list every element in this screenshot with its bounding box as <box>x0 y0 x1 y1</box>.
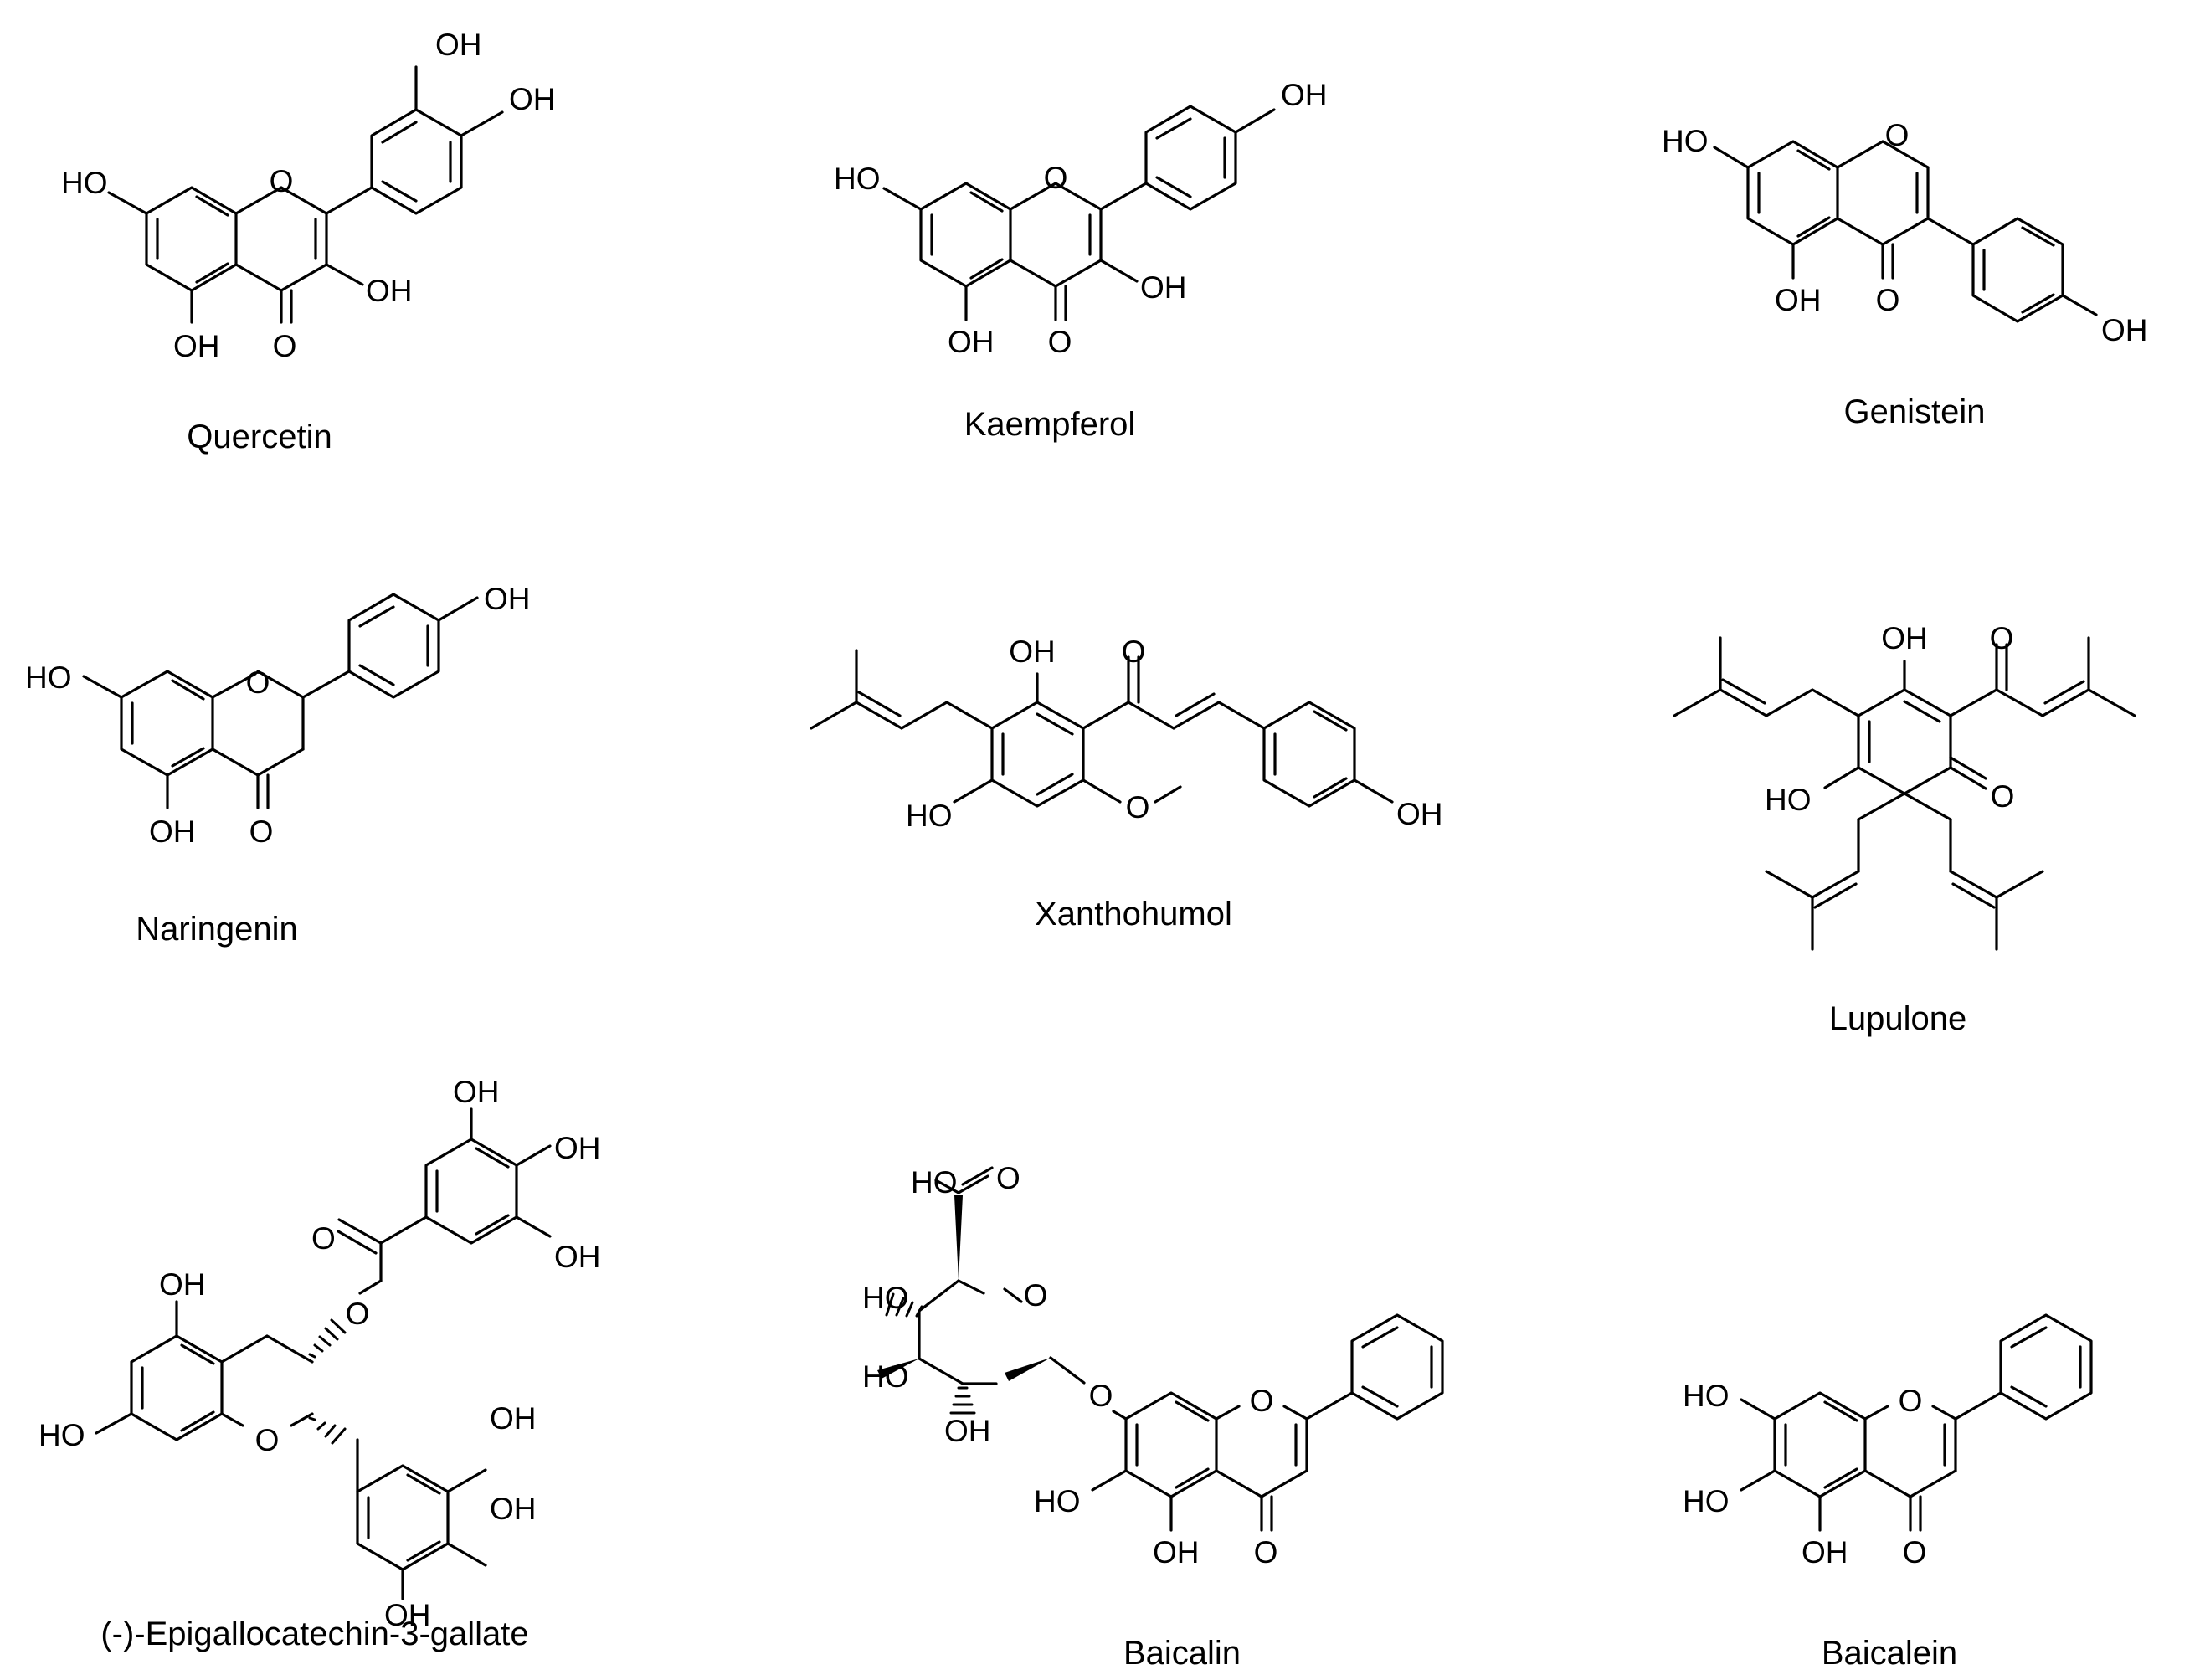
compound-naringenin: OH HO O OH O Naringenin <box>25 582 531 948</box>
baicalin-atom-label: O <box>1024 1278 1048 1313</box>
egcg-atom-label: OH <box>384 1598 431 1632</box>
kaempferol-bonds <box>882 105 1276 321</box>
egcg-atom-label: OH <box>490 1401 537 1436</box>
quercetin-atom-label: OH <box>435 28 482 62</box>
egcg-atom-label: OH <box>453 1075 500 1109</box>
compound-name-egcg: (-)-Epigallocatechin-3-gallate <box>100 1616 528 1652</box>
baicalin-atom-label: O <box>1089 1379 1113 1413</box>
egcg-atom-label: HO <box>39 1418 85 1452</box>
egcg-bonds <box>95 1107 552 1600</box>
baicalin-atom-label: O <box>996 1161 1020 1195</box>
quercetin-bonds <box>107 65 504 324</box>
quercetin-atom-label: O <box>270 164 294 198</box>
genistein-atom-label: HO <box>1662 124 1709 158</box>
egcg-atom-label: O <box>255 1423 280 1457</box>
egcg-atom-label: OH <box>490 1492 537 1526</box>
baicalein-atom-label: OH <box>1802 1535 1848 1570</box>
baicalin-wedge-bond <box>877 1359 919 1379</box>
compound-name-genistein: Genistein <box>1844 393 1986 430</box>
compound-baicalin: HO O HO O HO OH O O HO OH O Baicalin <box>862 1161 1444 1672</box>
compound-xanthohumol: OH O HO O OH Xanthohumol <box>810 634 1443 932</box>
lupulone-bonds <box>1673 636 2136 951</box>
egcg-atom-label: O <box>311 1221 336 1256</box>
compound-baicalein: HO O HO OH O Baicalein <box>1683 1313 2093 1672</box>
xanthohumol-atom-label: O <box>1122 634 1146 669</box>
kaempferol-atom-label: OH <box>1140 270 1187 305</box>
lupulone-atom-label: OH <box>1881 621 1928 655</box>
kaempferol-atom-label: O <box>1048 325 1072 359</box>
quercetin-atom-label: O <box>273 329 297 363</box>
egcg-atom-label: O <box>346 1297 370 1331</box>
egcg-atom-label: OH <box>159 1267 206 1302</box>
baicalein-atom-label: HO <box>1683 1379 1730 1413</box>
xanthohumol-atom-label: O <box>1126 790 1150 825</box>
egcg-atom-label: OH <box>554 1131 601 1165</box>
naringenin-atom-label: O <box>249 814 274 849</box>
compound-genistein: HO O OH O OH Genistein <box>1662 118 2148 430</box>
baicalein-bonds <box>1740 1313 2093 1532</box>
kaempferol-atom-label: OH <box>1281 78 1328 112</box>
compound-name-baicalin: Baicalin <box>1123 1635 1241 1672</box>
quercetin-atom-label: OH <box>366 274 413 308</box>
kaempferol-atom-label: O <box>1044 161 1068 195</box>
baicalin-atom-label: HO <box>1034 1484 1081 1518</box>
naringenin-atom-label: HO <box>25 660 72 695</box>
baicalein-atom-label: O <box>1899 1384 1923 1418</box>
baicalin-atom-label: O <box>1254 1535 1278 1570</box>
kaempferol-atom-label: HO <box>834 162 881 196</box>
egcg-hashed-bonds <box>308 1318 347 1445</box>
compound-name-quercetin: Quercetin <box>187 419 332 455</box>
compound-name-naringenin: Naringenin <box>136 911 297 948</box>
baicalin-atom-label: HO <box>911 1165 958 1200</box>
baicalein-atom-label: HO <box>1683 1484 1730 1518</box>
compound-egcg: OH OH OH O O OH HO O OH OH OH (-)-Epigal… <box>39 1075 601 1652</box>
compound-quercetin: OH OH HO O OH OH O Quercetin <box>61 28 556 455</box>
egcg-atom-label: OH <box>554 1240 601 1274</box>
compound-lupulone: OH O HO O Lupulone <box>1673 621 2136 1037</box>
xanthohumol-atom-label: HO <box>906 799 953 833</box>
genistein-atom-label: O <box>1876 283 1900 317</box>
xanthohumol-atom-label: OH <box>1009 634 1056 669</box>
lupulone-atom-label: O <box>1990 621 2014 655</box>
compound-name-lupulone: Lupulone <box>1829 1000 1967 1037</box>
genistein-atom-label: OH <box>2101 313 2148 347</box>
naringenin-atom-label: OH <box>149 814 196 849</box>
lupulone-atom-label: O <box>1991 779 2015 814</box>
quercetin-atom-label: OH <box>173 329 220 363</box>
naringenin-atom-label: O <box>246 665 270 700</box>
baicalin-bonds <box>918 1166 1444 1532</box>
baicalin-wedge-bond <box>954 1195 963 1281</box>
naringenin-bond <box>256 670 305 699</box>
baicalin-hashed-bonds <box>885 1292 976 1415</box>
baicalin-wedge-bond <box>1005 1358 1051 1381</box>
compound-name-kaempferol: Kaempferol <box>964 406 1136 443</box>
genistein-bonds <box>1713 140 2098 323</box>
kaempferol-atom-label: OH <box>948 325 995 359</box>
lupulone-atom-label: HO <box>1765 783 1812 817</box>
baicalin-atom-label: OH <box>944 1414 991 1448</box>
baicalein-atom-label: O <box>1903 1535 1927 1570</box>
naringenin-atom-label: OH <box>484 582 531 616</box>
baicalin-atom-label: HO <box>862 1359 909 1394</box>
baicalin-atom-label: OH <box>1153 1535 1200 1570</box>
genistein-atom-label: OH <box>1775 283 1822 317</box>
genistein-atom-label: O <box>1885 118 1910 152</box>
quercetin-atom-label: HO <box>61 166 108 200</box>
baicalin-atom-label: HO <box>862 1281 909 1315</box>
quercetin-atom-label: OH <box>509 82 556 116</box>
xanthohumol-bonds <box>810 649 1394 808</box>
naringenin-bonds <box>82 593 479 809</box>
compound-name-baicalein: Baicalein <box>1822 1635 1957 1672</box>
compound-kaempferol: OH HO O OH OH O Kaempferol <box>834 78 1328 443</box>
baicalin-atom-label: O <box>1250 1384 1274 1418</box>
xanthohumol-atom-label: OH <box>1396 797 1443 831</box>
compound-name-xanthohumol: Xanthohumol <box>1035 896 1232 932</box>
